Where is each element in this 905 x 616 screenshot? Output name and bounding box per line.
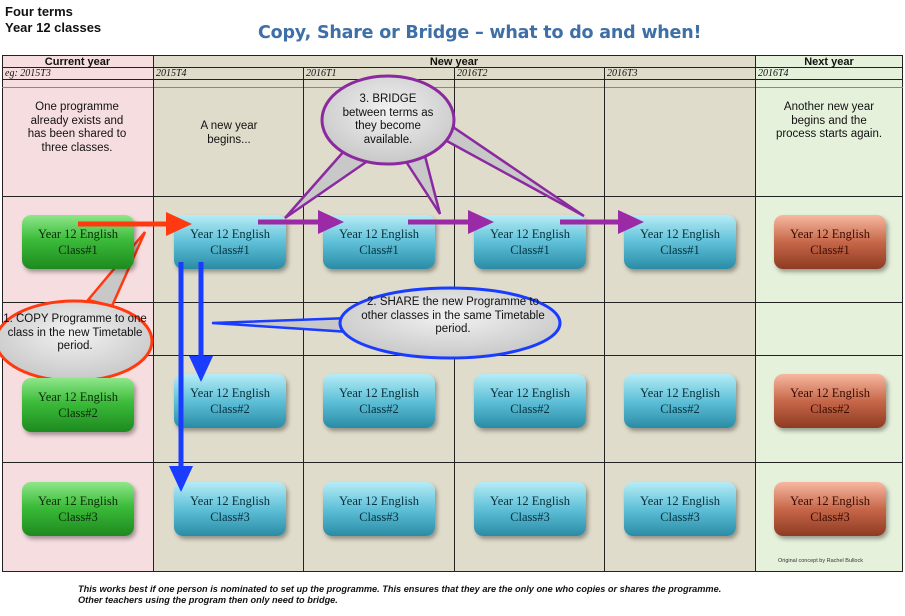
class-box-2016t4-1[interactable]: Year 12 English Class#1 [774, 215, 886, 269]
class-box-2016t1-3[interactable]: Year 12 English Class#3 [323, 482, 435, 536]
class-label: Class#1 [359, 243, 399, 257]
header-new-year: New year [429, 56, 479, 68]
header-next-year: Next year [804, 56, 854, 68]
class-box-2015t4-3[interactable]: Year 12 English Class#3 [174, 482, 286, 536]
class-label: Class#3 [210, 510, 250, 524]
copy-bubble-text: 1. COPY Programme to one class in the ne… [3, 313, 147, 352]
description-new-year: A new year begins... [200, 120, 258, 146]
diagram-heading: Four terms Year 12 classes [5, 4, 101, 36]
class-label: Class#2 [810, 402, 850, 416]
copy-arrow-head [166, 212, 192, 236]
class-label: Class#1 [660, 243, 700, 257]
term-2016t1: 2016T1 [306, 68, 337, 79]
class-box-2016t2-2[interactable]: Year 12 English Class#2 [474, 374, 586, 428]
footnote-line-1: This works best if one person is nominat… [78, 584, 722, 594]
class-label: Class#2 [359, 402, 399, 416]
description-next-year: Another new year begins and the process … [775, 101, 883, 140]
footnote-line-2: Other teachers using the program then on… [78, 595, 338, 605]
bridge-arrow-2-head [468, 210, 494, 234]
credit-text: Original concept by Rachel Bullock [778, 558, 863, 564]
class-subject: Year 12 English [339, 386, 419, 400]
class-label: Class#3 [359, 510, 399, 524]
class-label: Class#2 [210, 402, 250, 416]
class-box-2016t2-3[interactable]: Year 12 English Class#3 [474, 482, 586, 536]
class-label: Class#3 [510, 510, 550, 524]
class-box-current-3[interactable]: Year 12 English Class#3 [22, 482, 134, 536]
heading-line-classes: Year 12 classes [5, 20, 102, 35]
class-subject: Year 12 English [190, 386, 270, 400]
class-box-current-2[interactable]: Year 12 English Class#2 [22, 378, 134, 432]
class-subject: Year 12 English [339, 494, 419, 508]
class-subject: Year 12 English [38, 227, 118, 241]
class-box-2016t1-2[interactable]: Year 12 English Class#2 [323, 374, 435, 428]
term-2016t2: 2016T2 [457, 68, 488, 79]
class-subject: Year 12 English [490, 386, 570, 400]
class-subject: Year 12 English [640, 494, 720, 508]
bridge-arrow-1-head [318, 210, 344, 234]
share-bubble-shape [338, 286, 562, 360]
bridge-bubble-text: 3. BRIDGE between terms as they become a… [342, 93, 434, 146]
class-box-2016t4-2[interactable]: Year 12 English Class#2 [774, 374, 886, 428]
class-label: Class#1 [510, 243, 550, 257]
class-box-2016t3-3[interactable]: Year 12 English Class#3 [624, 482, 736, 536]
bridge-bubble-shape [320, 74, 456, 166]
class-subject: Year 12 English [640, 386, 720, 400]
class-label: Class#1 [210, 243, 250, 257]
class-box-2016t3-2[interactable]: Year 12 English Class#2 [624, 374, 736, 428]
description-current-year: One programme already exists and has bee… [27, 101, 127, 154]
class-subject: Year 12 English [190, 227, 270, 241]
class-box-2015t4-2[interactable]: Year 12 English Class#2 [174, 374, 286, 428]
share-arrow-2-head [169, 466, 193, 492]
share-arrow-1-head [189, 356, 213, 382]
class-subject: Year 12 English [790, 494, 870, 508]
diagram-title: Copy, Share or Bridge – what to do and w… [258, 23, 702, 43]
term-2016t3: 2016T3 [607, 68, 638, 79]
class-subject: Year 12 English [640, 227, 720, 241]
share-bubble-text: 2. SHARE the new Programme to other clas… [361, 296, 545, 335]
class-subject: Year 12 English [38, 494, 118, 508]
class-box-2016t1-1[interactable]: Year 12 English Class#1 [323, 215, 435, 269]
class-box-2016t3-1[interactable]: Year 12 English Class#1 [624, 215, 736, 269]
class-subject: Year 12 English [190, 494, 270, 508]
bridge-arrow-3-head [618, 210, 644, 234]
class-subject: Year 12 English [490, 227, 570, 241]
header-current-year: Current year [44, 56, 111, 68]
class-box-2016t4-3[interactable]: Year 12 English Class#3 [774, 482, 886, 536]
footnote: This works best if one person is nominat… [78, 584, 721, 606]
class-label: Class#2 [660, 402, 700, 416]
term-current: eg: 2015T3 [5, 68, 51, 79]
class-label: Class#1 [58, 243, 98, 257]
class-label: Class#1 [810, 243, 850, 257]
class-label: Class#2 [58, 406, 98, 420]
class-label: Class#3 [58, 510, 98, 524]
class-label: Class#3 [810, 510, 850, 524]
class-subject: Year 12 English [790, 227, 870, 241]
term-2016t4: 2016T4 [758, 68, 789, 79]
class-subject: Year 12 English [790, 386, 870, 400]
class-subject: Year 12 English [38, 390, 118, 404]
heading-line-terms: Four terms [5, 4, 73, 19]
class-subject: Year 12 English [339, 227, 419, 241]
class-label: Class#3 [660, 510, 700, 524]
class-subject: Year 12 English [490, 494, 570, 508]
term-2015t4: 2015T4 [156, 68, 187, 79]
class-label: Class#2 [510, 402, 550, 416]
